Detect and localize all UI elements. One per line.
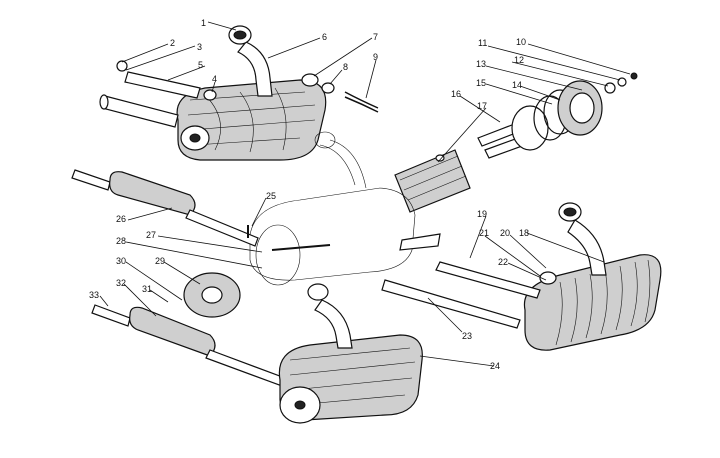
heat-exchanger-tube [116, 60, 217, 101]
callout-10: 10 [516, 37, 526, 47]
callout-28: 28 [116, 236, 126, 246]
callout-labels: 1 2 3 4 5 6 7 8 9 10 11 12 13 14 15 16 1… [89, 18, 529, 371]
callout-6: 6 [322, 32, 327, 42]
callout-29: 29 [155, 256, 165, 266]
callout-25: 25 [266, 191, 276, 201]
spring-clip-9 [344, 91, 379, 113]
bracket-23 [381, 279, 521, 329]
callout-1: 1 [201, 18, 206, 28]
callout-12: 12 [514, 55, 524, 65]
callout-21: 21 [479, 228, 489, 238]
callout-24: 24 [490, 361, 500, 371]
callout-15: 15 [476, 78, 486, 88]
callout-26: 26 [116, 214, 126, 224]
callout-8: 8 [343, 62, 348, 72]
bracket-19-21 [399, 233, 541, 299]
center-muffler-outline [249, 131, 416, 286]
callout-22: 22 [498, 257, 508, 267]
callout-16: 16 [451, 89, 461, 99]
upper-inlet-pipe [228, 25, 273, 97]
upper-tailpipe [99, 94, 179, 128]
inner-tubes-16 [477, 105, 549, 159]
callout-30: 30 [116, 256, 126, 266]
callout-27: 27 [146, 230, 156, 240]
callout-19: 19 [477, 209, 487, 219]
clamp-parts-7-8 [301, 73, 335, 94]
nut-washer-10-11-12 [604, 72, 638, 94]
callout-33: 33 [89, 290, 99, 300]
callout-23: 23 [462, 331, 472, 341]
callout-9: 9 [373, 52, 378, 62]
leader-lines [99, 21, 631, 367]
flange-plate-29 [183, 272, 241, 318]
callout-18: 18 [519, 228, 529, 238]
callout-14: 14 [512, 80, 522, 90]
callout-31: 31 [142, 284, 152, 294]
callout-2: 2 [170, 38, 175, 48]
callout-4: 4 [212, 74, 217, 84]
lower-silencer-32-33 [91, 304, 286, 387]
left-silencer-26 [71, 169, 259, 247]
clamp-22 [539, 271, 557, 285]
callout-13: 13 [476, 59, 486, 69]
callout-7: 7 [373, 32, 378, 42]
callout-3: 3 [197, 42, 202, 52]
bottom-muffler-24 [278, 283, 423, 424]
upper-muffler [176, 79, 327, 161]
callout-11: 11 [478, 38, 487, 48]
callout-32: 32 [116, 278, 126, 288]
callout-17: 17 [477, 101, 487, 111]
callout-5: 5 [198, 60, 203, 70]
end-cover-13 [557, 80, 603, 136]
perforated-cylinder [394, 149, 471, 213]
callout-20: 20 [500, 228, 510, 238]
